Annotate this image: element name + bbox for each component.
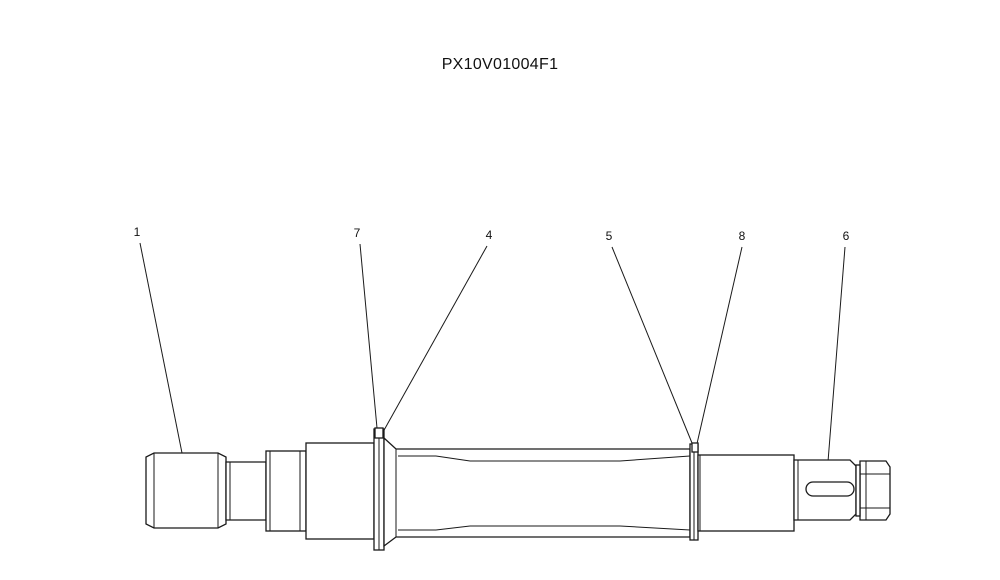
collar-section bbox=[265, 450, 307, 532]
callout-4: 4 bbox=[485, 228, 493, 242]
leader-lines bbox=[139, 242, 846, 488]
drawing-title: PX10V01004F1 bbox=[441, 56, 559, 73]
main-body bbox=[383, 436, 691, 548]
callout-5: 5 bbox=[605, 229, 613, 243]
keyway-slot bbox=[805, 481, 855, 497]
leader-7 bbox=[359, 243, 378, 429]
callout-8: 8 bbox=[738, 229, 746, 243]
leader-1 bbox=[139, 242, 187, 474]
keyed-shaft-end bbox=[793, 459, 857, 521]
callout-6: 6 bbox=[842, 229, 850, 243]
spline-end bbox=[145, 452, 227, 529]
retaining-ring-right bbox=[689, 442, 699, 541]
retaining-ring-left bbox=[373, 427, 385, 551]
bearing-journal bbox=[305, 442, 375, 540]
end-nut bbox=[855, 460, 891, 521]
leader-4 bbox=[382, 245, 488, 433]
leader-6 bbox=[825, 246, 846, 488]
neck-section bbox=[225, 461, 267, 521]
callout-1: 1 bbox=[133, 225, 141, 239]
callout-7: 7 bbox=[353, 226, 361, 240]
right-journal bbox=[697, 454, 795, 532]
leader-5 bbox=[611, 246, 693, 444]
leader-8 bbox=[695, 246, 743, 449]
